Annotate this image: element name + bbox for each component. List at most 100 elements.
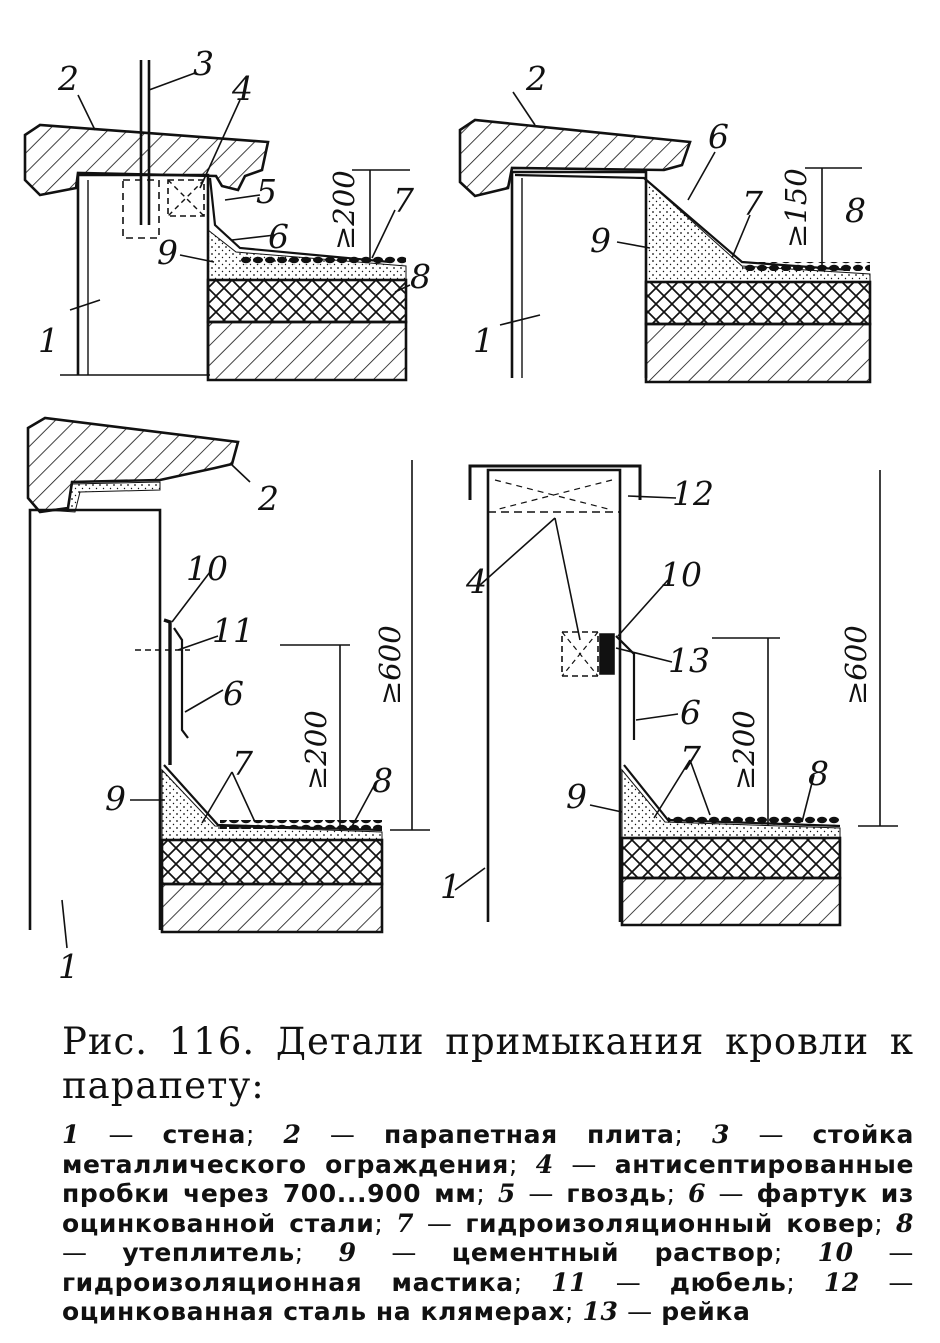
parapet-slab bbox=[23, 123, 270, 197]
legend-key: 12 bbox=[823, 1267, 860, 1297]
legend-entry: 13 — рейка bbox=[582, 1297, 751, 1326]
legend-key: 10 bbox=[817, 1238, 854, 1267]
label-1: 1 bbox=[58, 947, 79, 986]
legend-entry: 5 — гвоздь bbox=[497, 1179, 667, 1208]
legend-text: оцинкованная сталь на клямерах bbox=[62, 1297, 565, 1326]
label-10: 10 bbox=[660, 555, 702, 594]
legend-key: 5 bbox=[497, 1179, 516, 1208]
parapet-slab bbox=[26, 416, 240, 514]
legend-key: 2 bbox=[283, 1120, 302, 1149]
legend-key: 13 bbox=[582, 1297, 619, 1326]
legend-text: антисептированные пробки через 700...900… bbox=[62, 1149, 914, 1209]
detail-top-left bbox=[23, 60, 410, 382]
insulation bbox=[620, 836, 842, 880]
label-1: 1 bbox=[473, 321, 494, 360]
legend-entry: 10 — гидроизоляционная мастика bbox=[62, 1238, 915, 1297]
caption-prefix: Рис. 116. bbox=[62, 1020, 256, 1063]
label-2: 2 bbox=[257, 479, 279, 518]
roof-parapet-details-drawing: 2 3 4 5 6 7 8 9 1 2 6 7 8 9 1 2 10 11 6 … bbox=[23, 44, 898, 986]
label-6: 6 bbox=[268, 217, 289, 256]
label-8: 8 bbox=[410, 257, 431, 296]
label-9: 9 bbox=[566, 777, 587, 816]
label-2: 2 bbox=[525, 59, 547, 98]
legend-key: 7 bbox=[396, 1208, 415, 1238]
label-3: 3 bbox=[193, 44, 214, 83]
legend-key: 8 bbox=[896, 1208, 914, 1238]
label-2: 2 bbox=[57, 59, 79, 98]
wall bbox=[486, 468, 622, 922]
detail-bottom-right bbox=[468, 464, 898, 927]
legend-text: дюбель bbox=[669, 1267, 787, 1297]
dim-200: ≥200 bbox=[327, 170, 361, 250]
label-13: 13 bbox=[668, 641, 710, 680]
rail bbox=[599, 633, 615, 675]
label-7: 7 bbox=[680, 739, 701, 778]
label-1: 1 bbox=[440, 867, 461, 906]
label-9: 9 bbox=[590, 221, 611, 260]
legend-text: стена bbox=[162, 1120, 246, 1149]
label-11: 11 bbox=[212, 611, 254, 650]
detail-bottom-left bbox=[26, 416, 430, 934]
detail-top-right bbox=[458, 118, 872, 384]
dim-600: ≥600 bbox=[373, 625, 407, 705]
roof-slab bbox=[644, 322, 872, 384]
label-7: 7 bbox=[393, 181, 414, 220]
insulation bbox=[644, 280, 872, 326]
legend-text: утеплитель bbox=[122, 1238, 295, 1267]
label-1: 1 bbox=[38, 321, 59, 360]
legend-entry: 8 — утеплитель bbox=[62, 1208, 914, 1268]
legend-entry: 9 — цементный раствор bbox=[338, 1238, 774, 1267]
insulation bbox=[206, 278, 408, 324]
dim-200: ≥200 bbox=[299, 710, 333, 790]
label-5: 5 bbox=[256, 172, 277, 211]
legend-key: 4 bbox=[535, 1149, 554, 1179]
label-4: 4 bbox=[465, 562, 487, 601]
legend-entry: 1 — стена bbox=[62, 1120, 246, 1149]
insulation bbox=[160, 838, 384, 886]
label-9: 9 bbox=[105, 779, 126, 818]
legend-key: 11 bbox=[551, 1267, 588, 1297]
cement-mortar bbox=[645, 178, 871, 283]
wall bbox=[76, 173, 210, 375]
legend-entry: 3 — стойка металлического ограждения bbox=[62, 1120, 914, 1179]
label-10: 10 bbox=[186, 549, 228, 588]
legend-text: рейка bbox=[661, 1297, 751, 1326]
legend-text: фартук из оцинкованной стали bbox=[62, 1179, 914, 1238]
legend-text: цементный раствор bbox=[451, 1238, 774, 1267]
legend-entry: 6 — фартук из оцинкованной стали bbox=[62, 1179, 914, 1238]
parapet-slab bbox=[458, 118, 692, 198]
label-6: 6 bbox=[708, 117, 729, 156]
dim-150: ≥150 bbox=[779, 168, 813, 248]
label-7: 7 bbox=[742, 184, 763, 223]
label-6: 6 bbox=[680, 693, 701, 732]
label-6: 6 bbox=[223, 674, 244, 713]
label-8: 8 bbox=[808, 754, 829, 793]
wall bbox=[510, 170, 648, 378]
legend-text: гидроизоляционная мастика bbox=[62, 1267, 514, 1297]
legend-key: 1 bbox=[62, 1120, 80, 1149]
legend-entry: 12 — оцинкованная сталь на клямерах bbox=[62, 1267, 914, 1327]
dim-600: ≥600 bbox=[839, 625, 873, 705]
leader-lines bbox=[61, 72, 815, 949]
label-8: 8 bbox=[845, 191, 866, 230]
label-9: 9 bbox=[157, 233, 178, 272]
roof-slab bbox=[160, 882, 384, 934]
cement-mortar bbox=[207, 228, 407, 281]
legend-text: гвоздь bbox=[566, 1179, 667, 1208]
label-12: 12 bbox=[672, 474, 714, 513]
roof-slab bbox=[206, 320, 408, 382]
caption-text: Детали примыкания кровли к парапету: bbox=[62, 1020, 915, 1107]
legend-key: 6 bbox=[688, 1179, 707, 1208]
legend-entry: 2 — парапетная плита bbox=[283, 1120, 675, 1149]
wall bbox=[28, 508, 162, 930]
figure-caption: Рис. 116. Детали примыкания кровли к пар… bbox=[62, 1020, 914, 1327]
caption-title: Рис. 116. Детали примыкания кровли к пар… bbox=[62, 1020, 914, 1108]
legend-text: стойка металлического ограждения bbox=[62, 1120, 914, 1179]
dim-200: ≥200 bbox=[727, 710, 761, 790]
legend: 1 — стена; 2 — парапетная плита; 3 — сто… bbox=[62, 1120, 915, 1327]
label-8: 8 bbox=[372, 761, 393, 800]
label-7: 7 bbox=[232, 744, 253, 783]
label-4: 4 bbox=[231, 69, 253, 108]
legend-text: парапетная плита bbox=[383, 1120, 675, 1149]
roof-slab bbox=[620, 876, 842, 927]
